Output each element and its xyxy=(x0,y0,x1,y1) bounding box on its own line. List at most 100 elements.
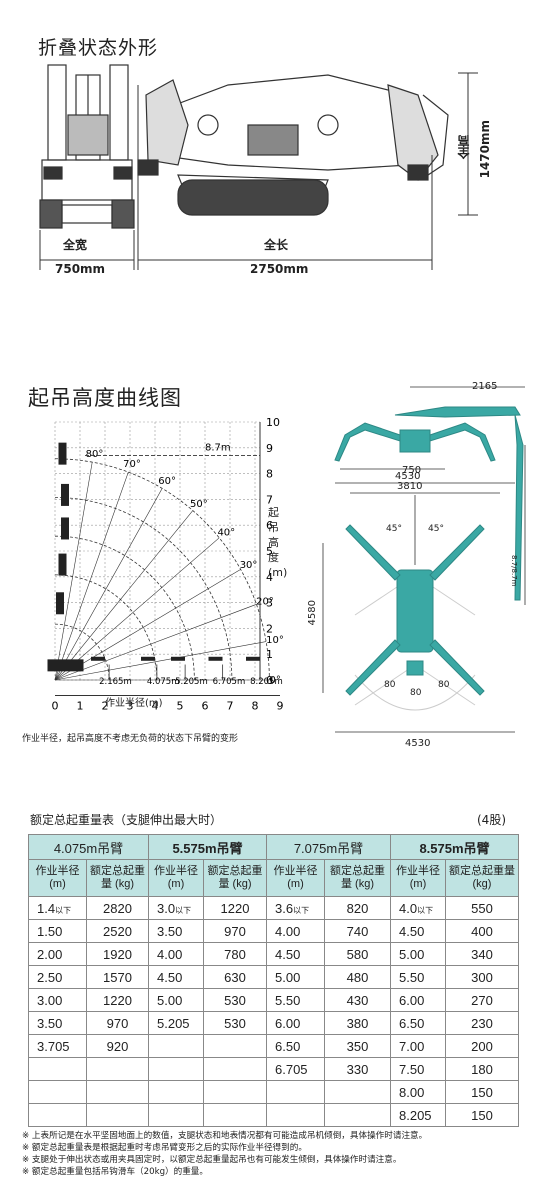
load-cell: 920 xyxy=(86,1034,149,1058)
x-tick-label: 9 xyxy=(277,700,284,713)
note-line: ※ 额定总起重量包括吊钩滑车（20kg）的重量。 xyxy=(22,1167,208,1177)
sub-load-header: 额定总起重量 (kg) xyxy=(324,859,391,897)
load-cell xyxy=(203,1034,267,1058)
load-cell xyxy=(86,1080,149,1104)
table-caption: 额定总起重量表（支腿伸出最大时） xyxy=(30,813,223,827)
x-tick-label: 3 xyxy=(127,700,134,713)
boom-header-4: 8.575m吊臂 xyxy=(390,834,519,860)
x-tick-label: 6 xyxy=(202,700,209,713)
load-cell xyxy=(324,1080,391,1104)
load-cell: 530 xyxy=(203,1011,267,1035)
length-label: 全长 xyxy=(264,238,289,252)
radius-mark: 6.705m xyxy=(213,677,246,687)
y-tick-label: 1 xyxy=(266,648,273,661)
curve-title: 起吊高度曲线图 xyxy=(28,386,182,410)
radius-cell: 1.50 xyxy=(28,919,87,943)
boom-header-3: 7.075m吊臂 xyxy=(266,834,391,860)
below-suffix: 以下 xyxy=(55,905,72,915)
sub-radius-header: 作业半径 (m) xyxy=(28,859,87,897)
angle-label: 30° xyxy=(240,560,258,571)
radius-mark: 8.205m xyxy=(250,677,283,687)
boom-horizontal xyxy=(208,656,223,661)
load-cell: 530 xyxy=(203,988,267,1012)
angle-label: 10° xyxy=(266,635,284,646)
radius-mark: 5.205m xyxy=(175,677,208,687)
x-tick-label: 0 xyxy=(52,700,59,713)
load-cell xyxy=(203,1080,267,1104)
radius-cell: 7.50 xyxy=(390,1057,446,1081)
y-tick-label: 2 xyxy=(266,622,273,635)
boom-silhouette xyxy=(61,483,69,506)
load-cell: 970 xyxy=(203,919,267,943)
dim-4530-top: 4530 xyxy=(395,471,421,482)
radius-cell: 6.50 xyxy=(390,1011,446,1035)
radius-cell: 4.00 xyxy=(266,919,325,943)
y-tick-label: 9 xyxy=(266,442,273,455)
load-cell: 300 xyxy=(445,965,519,989)
boom-header-1: 4.075m吊臂 xyxy=(28,834,149,860)
radius-cell: 5.50 xyxy=(266,988,325,1012)
load-cell xyxy=(203,1057,267,1081)
dim-3810: 3810 xyxy=(397,481,423,492)
radius-mark: 4.075m xyxy=(147,677,180,687)
reach-arc xyxy=(54,623,110,681)
radius-cell: 5.00 xyxy=(266,965,325,989)
sub-load-header: 额定总起重量 (kg) xyxy=(445,859,519,897)
boom-horizontal xyxy=(91,656,105,661)
radius-cell xyxy=(28,1080,87,1104)
reach-arc xyxy=(54,497,233,681)
radius-cell: 4.50 xyxy=(390,919,446,943)
side-view xyxy=(137,74,449,216)
load-cell: 330 xyxy=(324,1057,391,1081)
sub-radius-header: 作业半径 (m) xyxy=(266,859,325,897)
height-label: 全高 xyxy=(457,135,471,159)
load-cell: 580 xyxy=(324,942,391,966)
x-tick-label: 2 xyxy=(102,700,109,713)
angle-label: 80° xyxy=(86,449,104,460)
boom-silhouette xyxy=(58,553,67,576)
radius-cell: 2.00 xyxy=(28,942,87,966)
load-cell: 150 xyxy=(445,1103,519,1127)
x-tick-label: 7 xyxy=(227,700,234,713)
angle-ray xyxy=(54,604,257,681)
y-tick-label: 5 xyxy=(266,545,273,558)
load-cell: 150 xyxy=(445,1080,519,1104)
load-cell: 350 xyxy=(324,1034,391,1058)
boom-header-2: 5.575m吊臂 xyxy=(148,834,267,860)
dim-4530-bottom: 4530 xyxy=(405,738,431,749)
load-cell: 1220 xyxy=(86,988,149,1012)
radius-cell: 3.0以下 xyxy=(148,896,204,920)
radius-cell xyxy=(28,1103,87,1127)
dim-4580: 4580 xyxy=(307,600,318,626)
radius-cell xyxy=(148,1080,204,1104)
load-cell: 780 xyxy=(203,942,267,966)
radius-cell xyxy=(148,1034,204,1058)
folded-drawing xyxy=(39,64,478,270)
load-cell: 2520 xyxy=(86,919,149,943)
angle-label: 50° xyxy=(190,499,208,510)
load-cell: 970 xyxy=(86,1011,149,1035)
radius-mark: 2.165m xyxy=(99,677,132,687)
radius-cell: 5.205 xyxy=(148,1011,204,1035)
max-height-label: 8.7m xyxy=(205,442,231,453)
folded-title: 折叠状态外形 xyxy=(38,37,159,59)
angle-80-mid: 80 xyxy=(410,688,422,698)
load-cell: 820 xyxy=(324,896,391,920)
angle-label: 70° xyxy=(123,459,141,470)
radius-cell xyxy=(148,1103,204,1127)
radius-cell: 8.205 xyxy=(390,1103,446,1127)
angle-ray xyxy=(54,537,220,681)
load-cell: 200 xyxy=(445,1034,519,1058)
load-cell: 340 xyxy=(445,942,519,966)
radius-cell xyxy=(266,1103,325,1127)
radius-cell xyxy=(28,1057,87,1081)
boom-silhouette xyxy=(56,592,64,615)
